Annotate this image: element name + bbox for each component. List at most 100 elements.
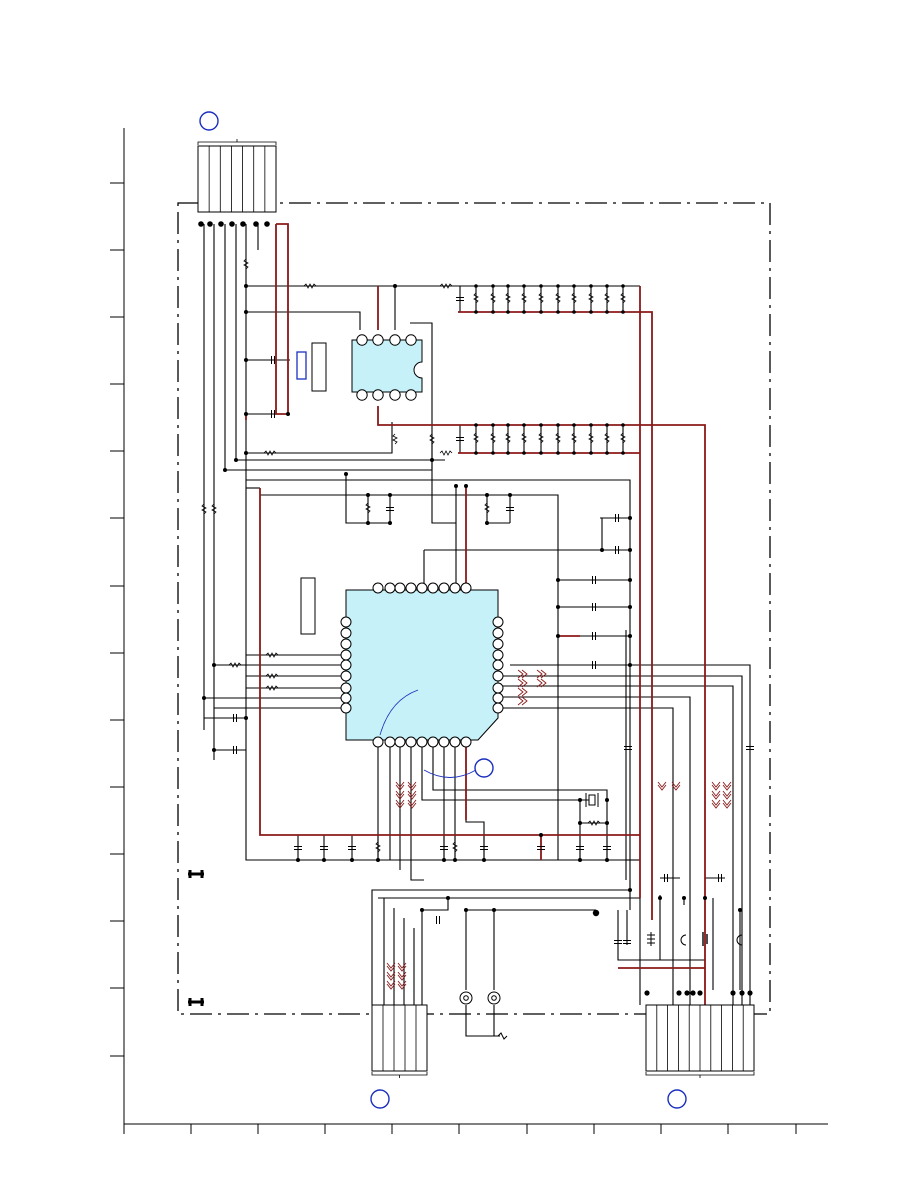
junction-dot bbox=[296, 858, 300, 862]
junction-dot bbox=[600, 548, 604, 552]
junction-dot bbox=[556, 634, 560, 638]
ic-pin bbox=[406, 583, 416, 593]
signal-chevron bbox=[398, 972, 406, 980]
junction-dot bbox=[556, 284, 560, 288]
junction-dot bbox=[621, 310, 625, 314]
signal-chevron bbox=[658, 782, 666, 790]
junction-dot bbox=[388, 493, 392, 497]
qfp-ic-body bbox=[346, 590, 498, 740]
junction-dot bbox=[508, 493, 512, 497]
junction-dot bbox=[644, 990, 649, 995]
junction-dot bbox=[474, 310, 478, 314]
ic-pin bbox=[439, 583, 449, 593]
junction-dot bbox=[621, 284, 625, 288]
ic-pin bbox=[450, 737, 460, 747]
rca-jack-icon bbox=[460, 992, 472, 1004]
rca-inner bbox=[492, 996, 497, 1001]
ic-pin bbox=[395, 737, 405, 747]
junction-dot bbox=[506, 310, 510, 314]
ic-pin bbox=[428, 583, 438, 593]
wire bbox=[466, 1005, 500, 1036]
junction-dot bbox=[747, 990, 752, 995]
bottom-left-connector-body bbox=[372, 1005, 427, 1071]
ic-pin bbox=[450, 583, 460, 593]
junction-dot bbox=[628, 548, 632, 552]
junction-dot bbox=[240, 221, 246, 227]
junction-dot bbox=[621, 423, 625, 427]
bottom-left-connector bbox=[372, 1005, 427, 1078]
ic-pin bbox=[461, 737, 471, 747]
junction-dot bbox=[682, 896, 686, 900]
junction-dot bbox=[589, 451, 593, 455]
junction-dot bbox=[589, 310, 593, 314]
ic-pin bbox=[390, 335, 400, 345]
top-connector-body bbox=[198, 146, 276, 212]
junction-dot bbox=[621, 451, 625, 455]
junction-dot bbox=[474, 423, 478, 427]
junction-dot bbox=[474, 451, 478, 455]
signal-chevron bbox=[518, 670, 527, 678]
junction-dot bbox=[556, 451, 560, 455]
junction-dot bbox=[202, 696, 206, 700]
junction-dot bbox=[589, 423, 593, 427]
ic-pin bbox=[493, 693, 503, 703]
junction-dot bbox=[605, 858, 609, 862]
junction-dot bbox=[244, 358, 248, 362]
ic-pin bbox=[385, 737, 395, 747]
junction-dot bbox=[446, 896, 450, 900]
junction-dot bbox=[491, 423, 495, 427]
junction-dot bbox=[730, 990, 735, 995]
ic-pin bbox=[357, 335, 367, 345]
junction-dot bbox=[556, 578, 560, 582]
junction-dot bbox=[491, 284, 495, 288]
junction-dot bbox=[628, 663, 632, 667]
ic-pin bbox=[341, 650, 351, 660]
ic-pin bbox=[357, 390, 367, 400]
junction-dot bbox=[556, 605, 560, 609]
junction-dot bbox=[522, 451, 526, 455]
signal-chevron bbox=[518, 697, 527, 705]
coil-symbol bbox=[681, 935, 686, 945]
junction-dot bbox=[366, 521, 370, 525]
ic-pin bbox=[373, 390, 383, 400]
junction-dot bbox=[454, 484, 458, 488]
junction-dot bbox=[605, 310, 609, 314]
section-marker-icon bbox=[475, 759, 493, 777]
junction-dot bbox=[253, 221, 259, 227]
junction-dot bbox=[350, 858, 354, 862]
ic-pin bbox=[493, 683, 503, 693]
resistor-symbol bbox=[440, 451, 452, 455]
section-marker-icon bbox=[200, 112, 218, 130]
wire bbox=[246, 312, 360, 330]
bracket-mark bbox=[188, 870, 204, 878]
junction-dot bbox=[492, 908, 496, 912]
signal-chevron bbox=[723, 782, 731, 790]
rca-inner bbox=[464, 996, 469, 1001]
junction-dot bbox=[605, 423, 609, 427]
junction-dot bbox=[485, 521, 489, 525]
ic-pin bbox=[493, 639, 503, 649]
capacitor-symbol bbox=[437, 916, 440, 924]
junction-dot bbox=[212, 748, 216, 752]
label-box bbox=[297, 352, 306, 379]
junction-dot bbox=[393, 284, 397, 288]
signal-chevron bbox=[398, 963, 406, 971]
signal-chevron bbox=[712, 800, 720, 808]
capacitor-symbol bbox=[624, 747, 632, 750]
section-marker-icon bbox=[371, 1090, 389, 1108]
junction-dot bbox=[286, 412, 290, 416]
junction-dot bbox=[684, 990, 689, 995]
diode-symbol bbox=[647, 932, 655, 946]
junction-dot bbox=[453, 858, 457, 862]
junction-dot bbox=[442, 858, 446, 862]
signal-chevron bbox=[408, 791, 416, 799]
junction-dot bbox=[589, 284, 593, 288]
junction-dot bbox=[506, 284, 510, 288]
connector-brace bbox=[198, 139, 276, 145]
ic-pin bbox=[385, 583, 395, 593]
junction-dot bbox=[223, 468, 227, 472]
ic-pin bbox=[417, 583, 427, 593]
wire bbox=[422, 745, 590, 800]
junction-dot bbox=[388, 521, 392, 525]
connector-brace bbox=[646, 1072, 754, 1078]
